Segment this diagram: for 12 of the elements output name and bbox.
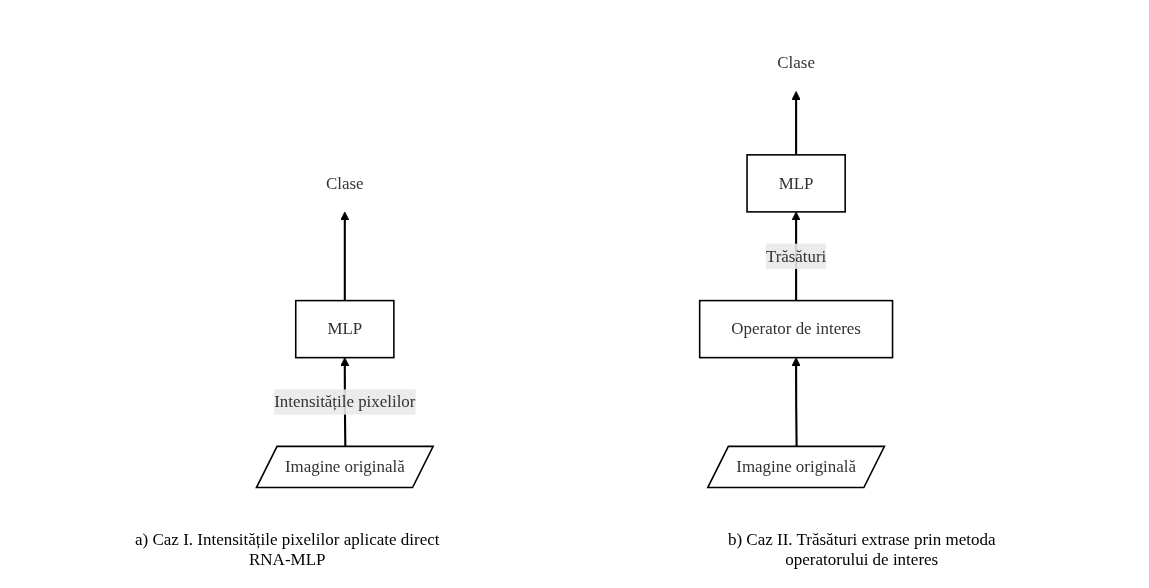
edge-label: Trăsături xyxy=(765,246,827,265)
node-text: Clase xyxy=(326,173,364,192)
edge-label: Intensitățile pixelilor xyxy=(274,392,416,411)
node-text: Clase xyxy=(777,53,815,72)
caption: a) Caz I. Intensitățile pixelilor aplicate direct RNA-MLP xyxy=(134,530,441,570)
node-box: MLP xyxy=(746,154,846,213)
node-box: Operator de interes xyxy=(698,299,894,359)
arrow xyxy=(340,211,350,301)
caption: b) Caz II. Trăsături extrase prin metoda operatorului de interes xyxy=(726,530,997,570)
node-box: MLP xyxy=(294,299,395,359)
arrow xyxy=(791,91,801,155)
arrow xyxy=(791,357,801,447)
